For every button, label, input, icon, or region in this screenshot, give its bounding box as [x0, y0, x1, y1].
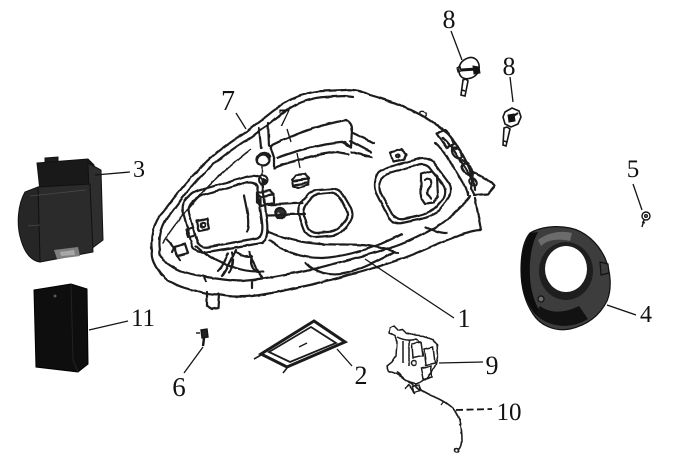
svg-text:8: 8: [503, 52, 516, 81]
svg-text:7: 7: [221, 86, 235, 117]
svg-text:3: 3: [133, 157, 145, 183]
svg-text:2: 2: [355, 361, 368, 390]
svg-text:10: 10: [497, 399, 522, 426]
svg-text:4: 4: [640, 302, 652, 328]
svg-text:11: 11: [131, 305, 155, 332]
svg-text:5: 5: [627, 156, 640, 183]
svg-text:1: 1: [458, 304, 471, 333]
svg-text:9: 9: [486, 351, 499, 380]
svg-text:6: 6: [172, 372, 186, 402]
svg-text:8: 8: [443, 5, 456, 34]
svg-text:7: 7: [278, 105, 291, 132]
